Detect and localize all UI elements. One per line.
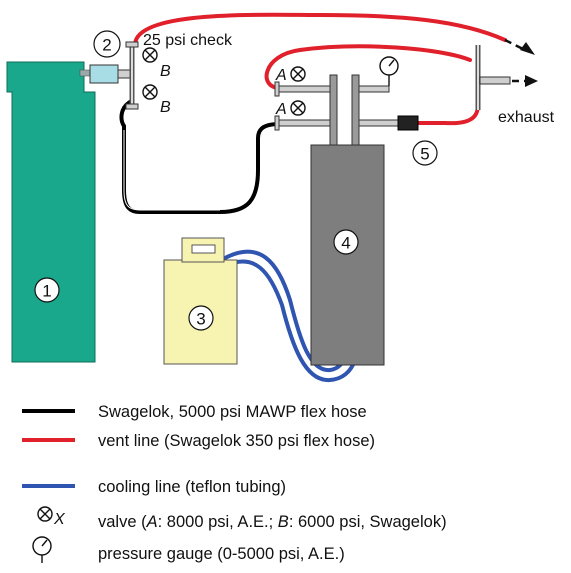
- pressure-gauge-icon: [379, 56, 399, 86]
- legend-item-vent-line: vent line (Swagelok 350 psi flex hose): [22, 432, 375, 450]
- valve-icon: [290, 66, 306, 82]
- valve-icon: [37, 506, 53, 522]
- check-valve: [397, 115, 419, 131]
- svg-text:5: 5: [420, 145, 429, 164]
- vent-line-lower: [416, 98, 481, 126]
- component-badge-2: 2: [93, 30, 121, 58]
- svg-text:3: 3: [196, 310, 205, 329]
- valve-b-upper-label: B: [160, 63, 171, 80]
- flex-hose-highlight: [123, 130, 220, 211]
- legend: Swagelok, 5000 psi MAWP flex hose vent l…: [22, 403, 447, 563]
- vent-line-top: [133, 12, 507, 47]
- legend-item-cooling-line: cooling line (teflon tubing): [22, 478, 286, 496]
- pressure-gauge-icon: [32, 536, 52, 563]
- legend-text: Swagelok, 5000 psi MAWP flex hose: [98, 403, 367, 421]
- flex-hoses: [119, 100, 282, 214]
- valve-a-lower-pipe: [274, 119, 331, 127]
- chiller-handle-slot: [191, 244, 216, 254]
- vessel-left-tube: [329, 74, 338, 148]
- valve-a-lower-label: A: [275, 101, 287, 118]
- valve-symbol-subscript: X: [53, 511, 66, 528]
- valve-icon: [290, 100, 306, 116]
- legend-text: valve (A: 8000 psi, A.E.; B: 6000 psi, S…: [98, 513, 447, 531]
- manifold-bottom-stub: [125, 103, 139, 110]
- exhaust-tee-outlet: [479, 76, 511, 85]
- component-badge-5: 5: [412, 140, 438, 166]
- check-valve-label: 25 psi check: [143, 32, 233, 49]
- vent-line-middle: [264, 44, 472, 90]
- valve-icon: [142, 47, 158, 63]
- legend-item-flex-hose: Swagelok, 5000 psi MAWP flex hose: [22, 403, 367, 421]
- legend-text: cooling line (teflon tubing): [98, 478, 286, 496]
- legend-text: pressure gauge (0-5000 psi, A.E.): [98, 545, 345, 563]
- valve-icon: [142, 84, 158, 100]
- component-badge-4: 4: [333, 229, 359, 255]
- component-badge-1: 1: [34, 277, 60, 303]
- exhaust-arrows: [504, 38, 538, 87]
- manifold-top-stub: [125, 41, 139, 48]
- flex-hose-from-regulator: [119, 100, 282, 214]
- component-badge-3: 3: [188, 305, 214, 331]
- svg-text:2: 2: [102, 36, 111, 55]
- pressure-vessel: [310, 144, 385, 366]
- vessel-right-tube: [351, 74, 360, 148]
- gas-cylinder: [6, 61, 96, 363]
- check-valve-pipe: [358, 119, 400, 127]
- svg-text:1: 1: [42, 282, 51, 301]
- valve-a-upper-label: A: [275, 67, 287, 84]
- gauge-pipe: [358, 85, 390, 93]
- exhaust-label: exhaust: [498, 109, 555, 126]
- valve-a-upper-pipe: [274, 85, 331, 93]
- legend-item-valve: X valve (A: 8000 psi, A.E.; B: 6000 psi,…: [37, 506, 447, 531]
- legend-item-gauge: pressure gauge (0-5000 psi, A.E.): [32, 536, 345, 563]
- legend-text: vent line (Swagelok 350 psi flex hose): [98, 432, 375, 450]
- svg-text:4: 4: [341, 234, 350, 253]
- regulator-body: [89, 64, 119, 84]
- valve-b-lower-label: B: [160, 99, 171, 116]
